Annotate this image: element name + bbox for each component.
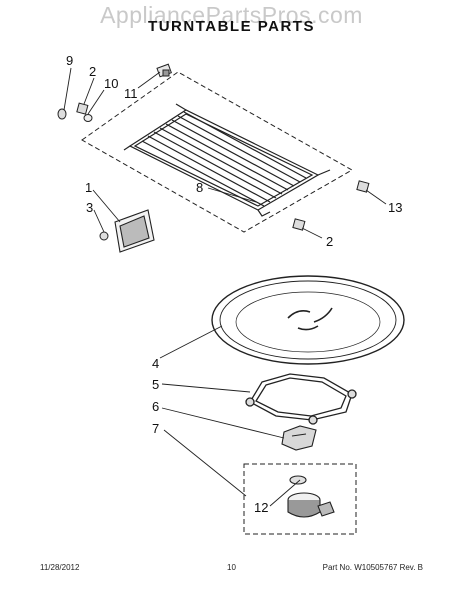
page-title: TURNTABLE PARTS [148,18,315,35]
footer-part-number: Part No. W10505767 Rev. B [322,563,423,572]
callout-4: 4 [152,356,159,371]
callout-13: 13 [388,200,402,215]
callout-12: 12 [254,500,268,515]
rack-support-clip-11 [156,63,172,78]
glass-tray [211,275,405,365]
callout-2-top: 2 [89,64,96,79]
screw-3 [99,231,109,241]
clip-2-top [76,102,89,115]
callout-2-bottom: 2 [326,234,333,249]
motor-group-outline [243,463,357,535]
callout-5: 5 [152,377,159,392]
callout-11: 11 [124,86,138,101]
callout-9: 9 [66,53,73,68]
callout-10: 10 [104,76,118,91]
footer-page-number: 10 [227,563,236,572]
turntable-motor [287,475,335,518]
cooking-rack [123,103,331,217]
clip-2-bottom [292,218,306,231]
spacer-10 [83,114,93,122]
screw-9 [57,108,67,120]
callout-7: 7 [152,421,159,436]
callout-6: 6 [152,399,159,414]
roller-ring [245,373,357,425]
turntable-coupler [281,425,317,451]
watermark: AppliancePartsPros.com [100,2,363,28]
callout-1: 1 [85,180,92,195]
leader-lines [63,67,387,507]
clip-13 [356,180,370,193]
rack-bracket-1 [114,209,155,253]
footer-date: 11/28/2012 [40,563,80,572]
callout-3: 3 [86,200,93,215]
callout-8: 8 [196,180,203,195]
